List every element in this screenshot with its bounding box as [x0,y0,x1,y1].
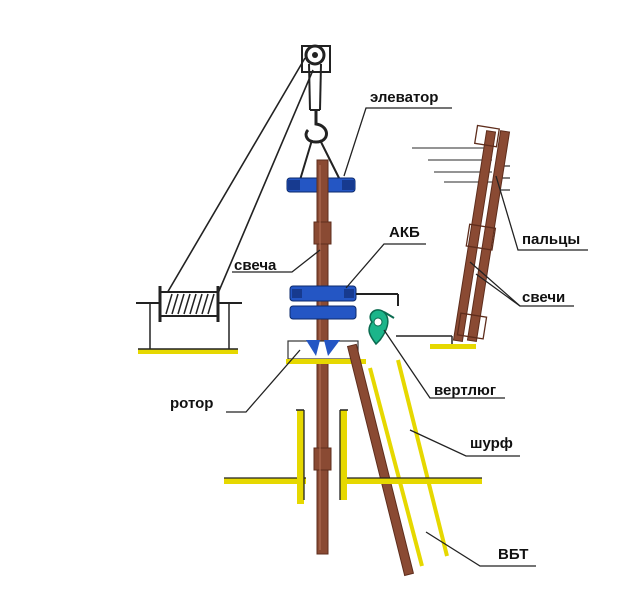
label-vertlyug: вертлюг [434,383,496,398]
leader-akb [346,244,426,288]
travelling-block [302,46,330,110]
racked-pipes [453,126,509,342]
label-vbt: ВБТ [498,547,528,562]
rack-floor [396,336,476,349]
leader-elevator [344,108,452,176]
label-elevator: элеватор [370,90,438,105]
label-shurf: шурф [470,436,513,451]
ground-surface [224,478,482,484]
hook-icon [306,110,326,142]
label-svecha: свеча [234,258,276,273]
label-svechi: свечи [522,290,565,305]
winch-drum [136,286,242,354]
label-rotor: ротор [170,396,213,411]
label-paltsy: пальцы [522,232,580,247]
leader-lines [226,108,588,566]
label-akb: АКБ [389,225,420,240]
